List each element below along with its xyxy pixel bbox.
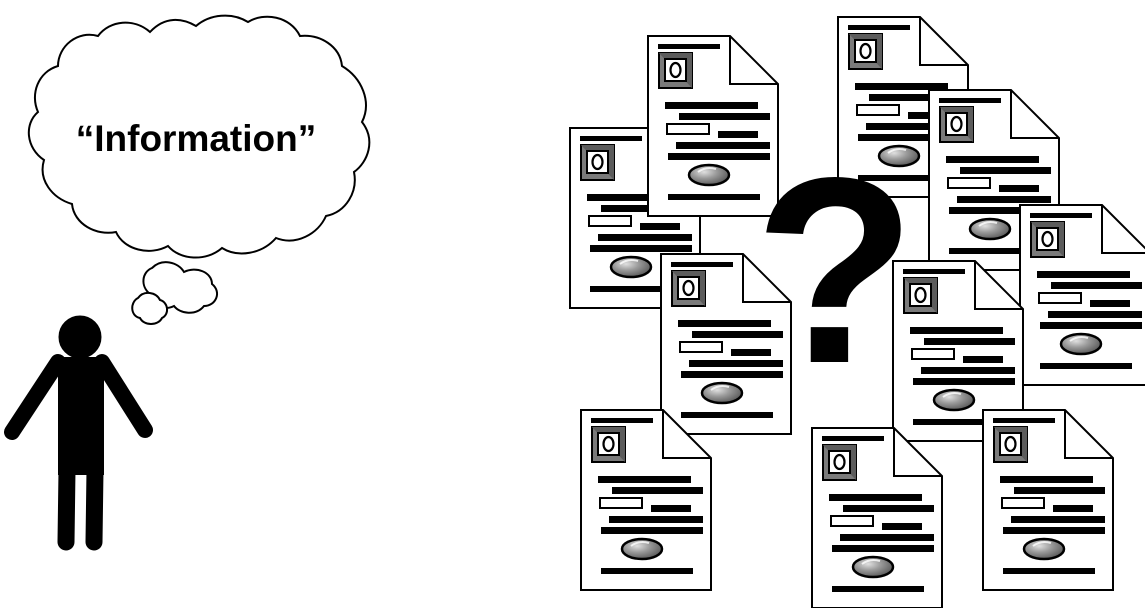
thought-bubble-puff-small	[131, 292, 168, 325]
person-icon	[4, 315, 153, 551]
thought-bubble-text: “Information”	[76, 118, 316, 159]
thought-bubble-cloud	[27, 14, 371, 259]
document-icon	[810, 426, 944, 608]
document-icon	[1018, 203, 1145, 387]
document-icon	[981, 408, 1115, 592]
document-icon	[579, 408, 713, 592]
